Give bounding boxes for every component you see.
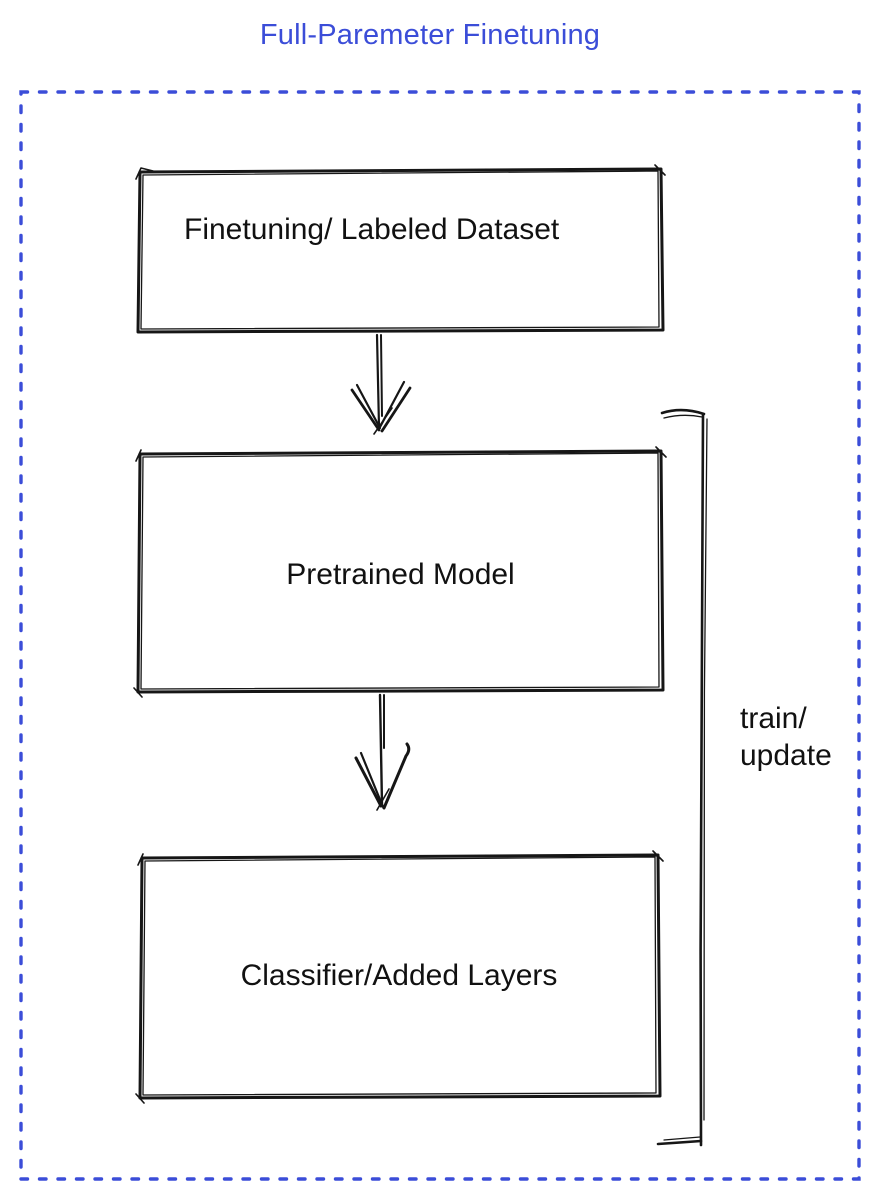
train-update-label: train/ update [740,700,832,774]
box-finetuning-sketch-line [140,170,660,330]
arrow-model-to-classifier [354,693,411,811]
box-classifier-corner-tick [135,850,664,1104]
box-pretrained-model [133,446,667,698]
box-finetuning-corner-tick [135,164,666,180]
box-model-corner-tick [133,446,667,698]
box-classifier-sketch-line [142,856,657,1096]
finetuning-dataset-label: Finetuning/ Labeled Dataset [184,213,560,246]
dotted-boundary [19,90,861,1181]
classifier-added-layers-label: Classifier/Added Layers [240,959,558,992]
arrow-dataset-to-model [350,333,412,435]
train-update-label-line2: update [740,739,832,772]
train-update-bracket [656,408,708,1147]
box-model-fill [136,449,665,694]
box-classifier-fill [138,853,662,1100]
box-classifier-added-layers [135,850,664,1104]
pretrained-model-label: Pretrained Model [286,558,515,591]
train-update-label-line1: train/ [740,702,807,735]
box-finetuning-labeled-dataset [135,164,666,334]
box-finetuning-fill [136,167,665,334]
diagram-title: Full-Paremeter Finetuning [259,19,601,51]
box-model-sketch-line [140,452,660,690]
